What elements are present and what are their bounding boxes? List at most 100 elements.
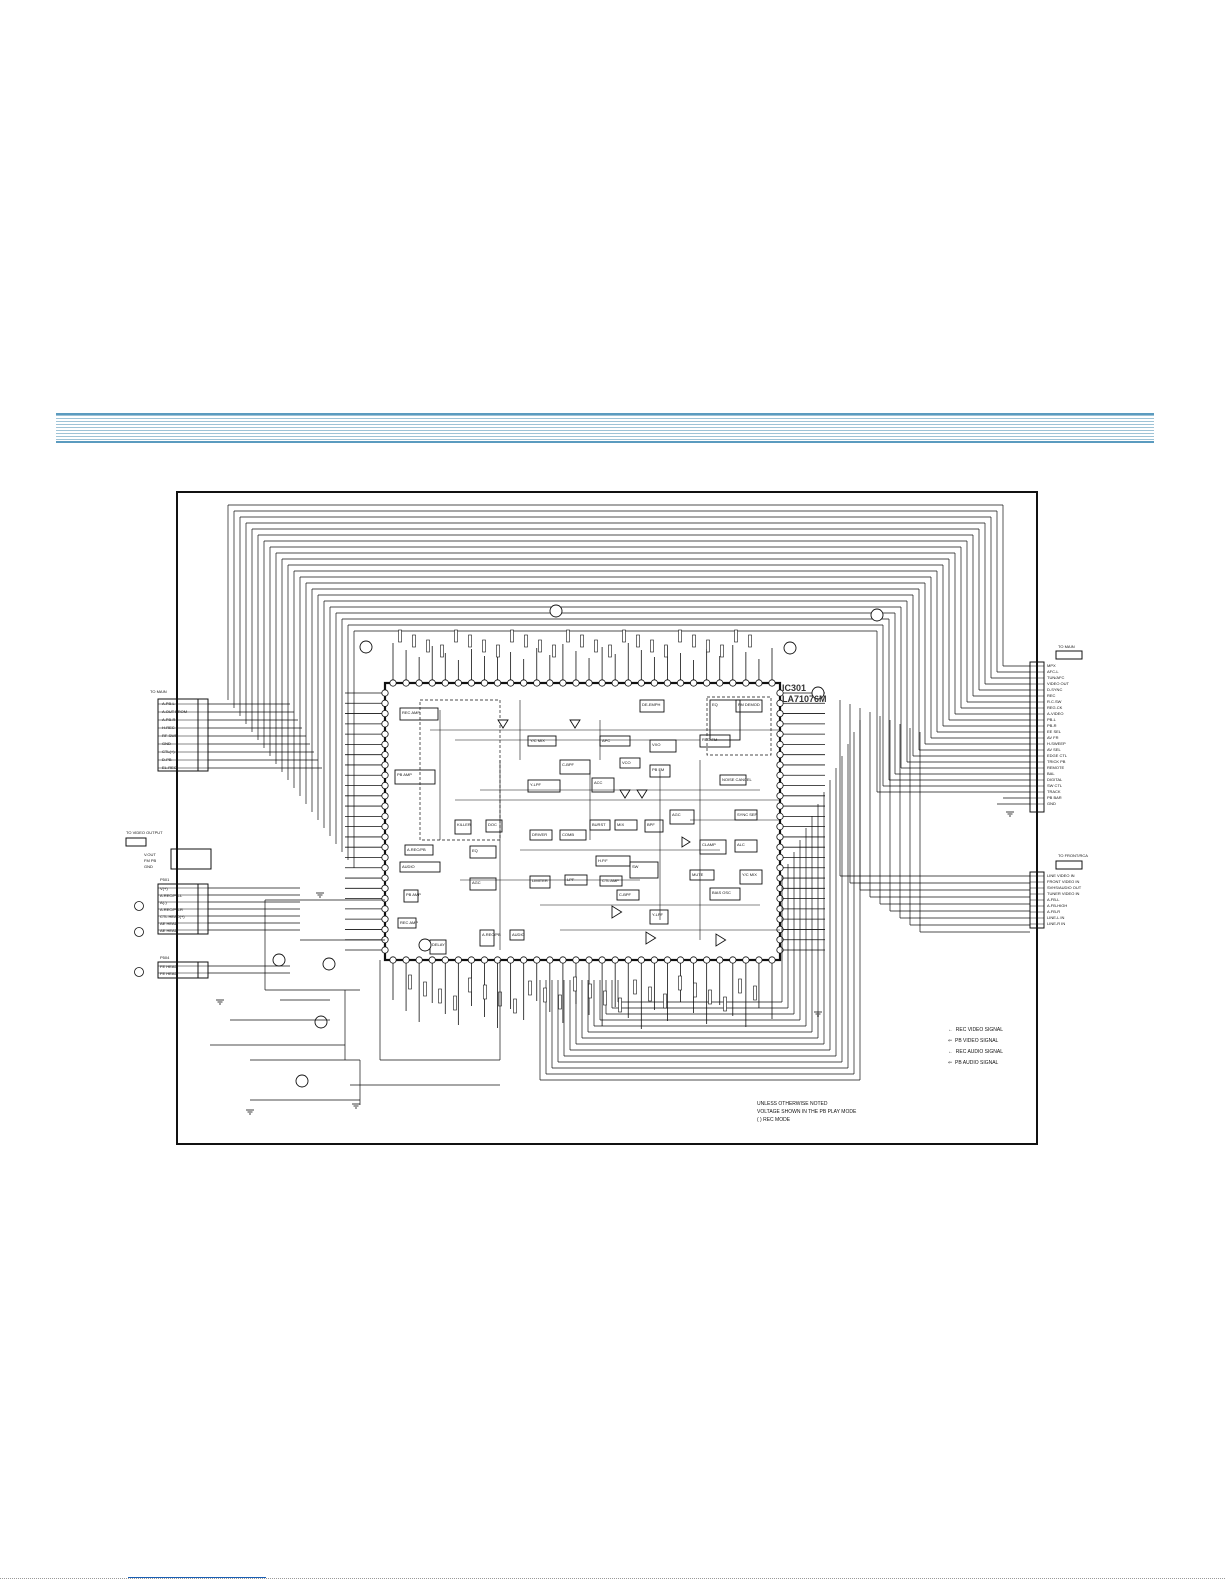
resistor bbox=[633, 979, 637, 995]
block-label: NOISE CANCEL bbox=[722, 777, 752, 782]
connector-pin-label: GND bbox=[162, 741, 171, 746]
pin bbox=[134, 967, 144, 977]
block-label: AGC bbox=[472, 880, 481, 885]
connector-pin-label: A.PB-R bbox=[162, 717, 176, 722]
pin bbox=[381, 915, 389, 923]
resistor bbox=[706, 639, 710, 653]
block bbox=[383, 681, 782, 962]
pin bbox=[467, 679, 476, 687]
resistor bbox=[692, 634, 696, 648]
connector-pin-label: A.FB-HIGH bbox=[1047, 903, 1068, 908]
resistor bbox=[664, 644, 668, 658]
connector-pin-label: TUN/AFC bbox=[1047, 675, 1065, 680]
block bbox=[485, 819, 503, 833]
signal-legend: ← REC VIDEO SIGNAL ⇐ PB VIDEO SIGNAL ← R… bbox=[948, 1025, 1003, 1069]
pin bbox=[776, 864, 784, 872]
pin bbox=[598, 956, 606, 964]
pin bbox=[624, 679, 632, 687]
pin bbox=[480, 956, 489, 964]
pin bbox=[776, 853, 784, 862]
pin bbox=[533, 956, 541, 964]
block bbox=[629, 861, 659, 879]
block bbox=[1055, 650, 1083, 660]
block-label: C-BPF bbox=[562, 762, 574, 767]
pin bbox=[507, 956, 515, 964]
legend-item-pb-audio: ⇐ PB AUDIO SIGNAL bbox=[948, 1060, 999, 1066]
pin bbox=[776, 740, 784, 749]
connector-title: P501 bbox=[160, 877, 170, 882]
pin bbox=[768, 956, 776, 964]
legend-item-pb-video: ⇐ PB VIDEO SIGNAL bbox=[948, 1038, 999, 1044]
connector-pin-label: MPX bbox=[1047, 663, 1056, 668]
block-label: C-BPF bbox=[619, 892, 631, 897]
block-label: KILLER bbox=[457, 822, 471, 827]
pin bbox=[611, 679, 619, 687]
pin bbox=[381, 761, 389, 769]
pin bbox=[729, 956, 737, 964]
resistor bbox=[723, 996, 727, 1012]
transistor bbox=[314, 1015, 328, 1029]
block bbox=[599, 875, 623, 887]
transistor bbox=[811, 686, 825, 700]
connector-pin-label: RF SWP bbox=[162, 733, 178, 738]
block-label: MUTE bbox=[692, 872, 704, 877]
pin bbox=[454, 956, 462, 964]
resistor bbox=[594, 639, 598, 653]
pin bbox=[703, 956, 711, 964]
amplifier bbox=[569, 719, 581, 729]
connector-pin-label: CTL(+) bbox=[162, 749, 175, 754]
pin bbox=[716, 679, 724, 687]
ic-label: IC301 LA71076M bbox=[782, 683, 827, 705]
pin bbox=[598, 679, 606, 687]
amplifier bbox=[611, 905, 623, 919]
pin bbox=[755, 679, 763, 687]
block-label: VXO bbox=[652, 742, 661, 747]
block bbox=[399, 861, 441, 873]
pin bbox=[546, 956, 554, 964]
connector-pin-label: REMOTE bbox=[1047, 765, 1065, 770]
pin bbox=[742, 679, 750, 687]
block-label: DELAY bbox=[432, 942, 445, 947]
block-label: APC bbox=[602, 738, 611, 743]
pin bbox=[428, 679, 436, 687]
connector-pin-label: H-SWEEP bbox=[1047, 741, 1066, 746]
note-line: UNLESS OTHERWISE NOTED bbox=[757, 1101, 828, 1107]
block bbox=[527, 735, 557, 747]
footer-rule bbox=[0, 1578, 1225, 1579]
transistor bbox=[359, 640, 373, 654]
resistor bbox=[454, 629, 458, 643]
pin bbox=[703, 679, 711, 687]
connector-pin-label: A-VIDEO bbox=[1047, 711, 1064, 716]
pin bbox=[134, 927, 144, 937]
block-label: REC FM bbox=[702, 737, 718, 742]
pin bbox=[611, 956, 619, 964]
block-label: H.P.F bbox=[598, 858, 608, 863]
voltage-note: UNLESS OTHERWISE NOTED VOLTAGE SHOWN IN … bbox=[757, 1100, 856, 1124]
resistor bbox=[650, 639, 654, 653]
block bbox=[616, 889, 640, 901]
block-label: LIMITER bbox=[532, 878, 548, 883]
pin bbox=[402, 679, 410, 687]
pin bbox=[134, 901, 144, 911]
transistor bbox=[272, 953, 286, 967]
resistor bbox=[580, 634, 584, 648]
pin bbox=[776, 781, 784, 790]
pin bbox=[776, 843, 784, 851]
connector-pin-label: D-PB bbox=[162, 757, 172, 762]
block-label: VCO bbox=[622, 760, 631, 765]
transistor bbox=[322, 957, 336, 971]
pin bbox=[546, 679, 554, 687]
block bbox=[559, 829, 587, 841]
pin bbox=[768, 679, 776, 687]
block bbox=[639, 699, 665, 713]
pin bbox=[729, 679, 737, 687]
block bbox=[529, 829, 553, 841]
block bbox=[170, 848, 212, 870]
footer-link-underline bbox=[128, 1577, 266, 1578]
pin bbox=[381, 905, 389, 913]
connector-pin-label: LINE-R IN bbox=[1047, 921, 1066, 926]
pin bbox=[381, 823, 389, 831]
connector-pin-label: A.OUT FROM bbox=[162, 709, 188, 714]
resistor bbox=[408, 974, 412, 990]
connector-title: P504 bbox=[160, 955, 170, 960]
